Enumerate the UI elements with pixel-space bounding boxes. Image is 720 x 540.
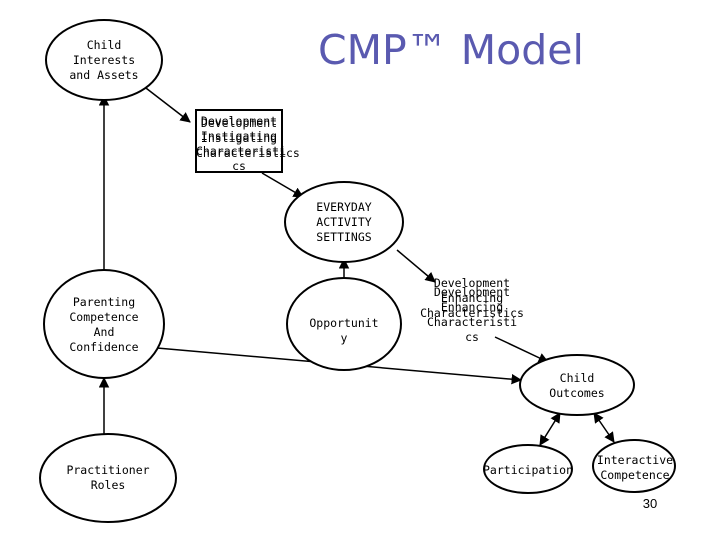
node-practitioner: Practitioner Roles [66, 463, 150, 492]
node-everyday-settings-shape [284, 181, 404, 263]
node-participation: Participation [483, 462, 574, 477]
node-interactive-shape [592, 439, 676, 493]
node-child-outcomes-shape [519, 354, 635, 416]
node-child-interests: Child Interests and Assets [69, 37, 139, 82]
node-development-instigating-text-b: Development Instigating Characteristics [196, 116, 300, 160]
node-development-enhancing: Development Enhancing Characteristics De… [420, 276, 524, 344]
node-opportunity-shape [286, 277, 402, 371]
connector-interests-to-instigating [141, 84, 191, 123]
node-development-enhancing-text-a: Development Enhancing Characteristics [420, 276, 524, 320]
node-everyday-settings: EVERYDAY ACTIVITY SETTINGS [316, 199, 372, 244]
connector-instigating-to-settings [261, 172, 304, 198]
node-development-instigating-text-a: Development Instigating Characteristi cs [196, 114, 287, 173]
connector-settings-to-enhancing [396, 249, 436, 283]
connector-outcomes-to-interactive [593, 412, 615, 443]
node-child-interests-shape [45, 19, 163, 101]
node-development-instigating-shape [195, 109, 283, 173]
node-participation-shape [483, 444, 573, 494]
node-development-enhancing-text-b: Development Enhancing Characteristi cs [426, 285, 517, 344]
connector-enhancing-to-outcomes [494, 336, 549, 363]
node-interactive: Interactive Competence [596, 453, 674, 482]
node-practitioner-shape [39, 433, 177, 523]
connector-outcomes-to-participation [539, 412, 561, 446]
node-child-outcomes: Child Outcomes [549, 371, 605, 400]
node-parenting: Parenting Competence And Confidence [69, 295, 139, 354]
slide-title: CMP™ Model [318, 26, 584, 74]
node-opportunity: Opportunit y [309, 316, 379, 345]
node-development-instigating: Development Instigating Characteristi cs… [196, 114, 300, 173]
node-parenting-shape [43, 269, 165, 379]
page-number: 30 [642, 496, 658, 511]
